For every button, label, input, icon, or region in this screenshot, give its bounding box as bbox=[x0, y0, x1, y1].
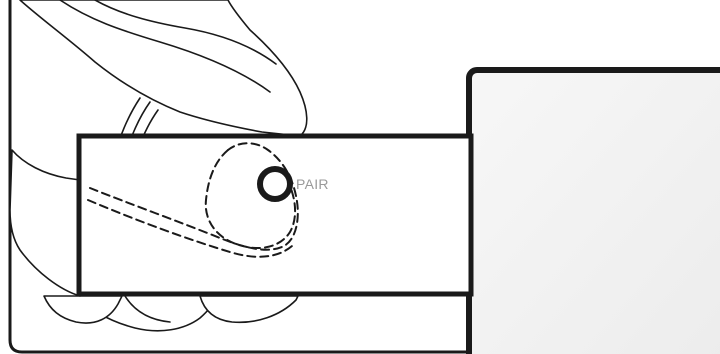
hand-icon bbox=[9, 0, 308, 332]
device-body bbox=[76, 133, 474, 297]
fingertip-dashed-outline-icon bbox=[87, 142, 299, 258]
outer-frame bbox=[8, 0, 470, 354]
pair-button-icon[interactable] bbox=[257, 166, 293, 202]
right-panel bbox=[466, 67, 720, 354]
pair-label: PAIR bbox=[296, 176, 329, 192]
